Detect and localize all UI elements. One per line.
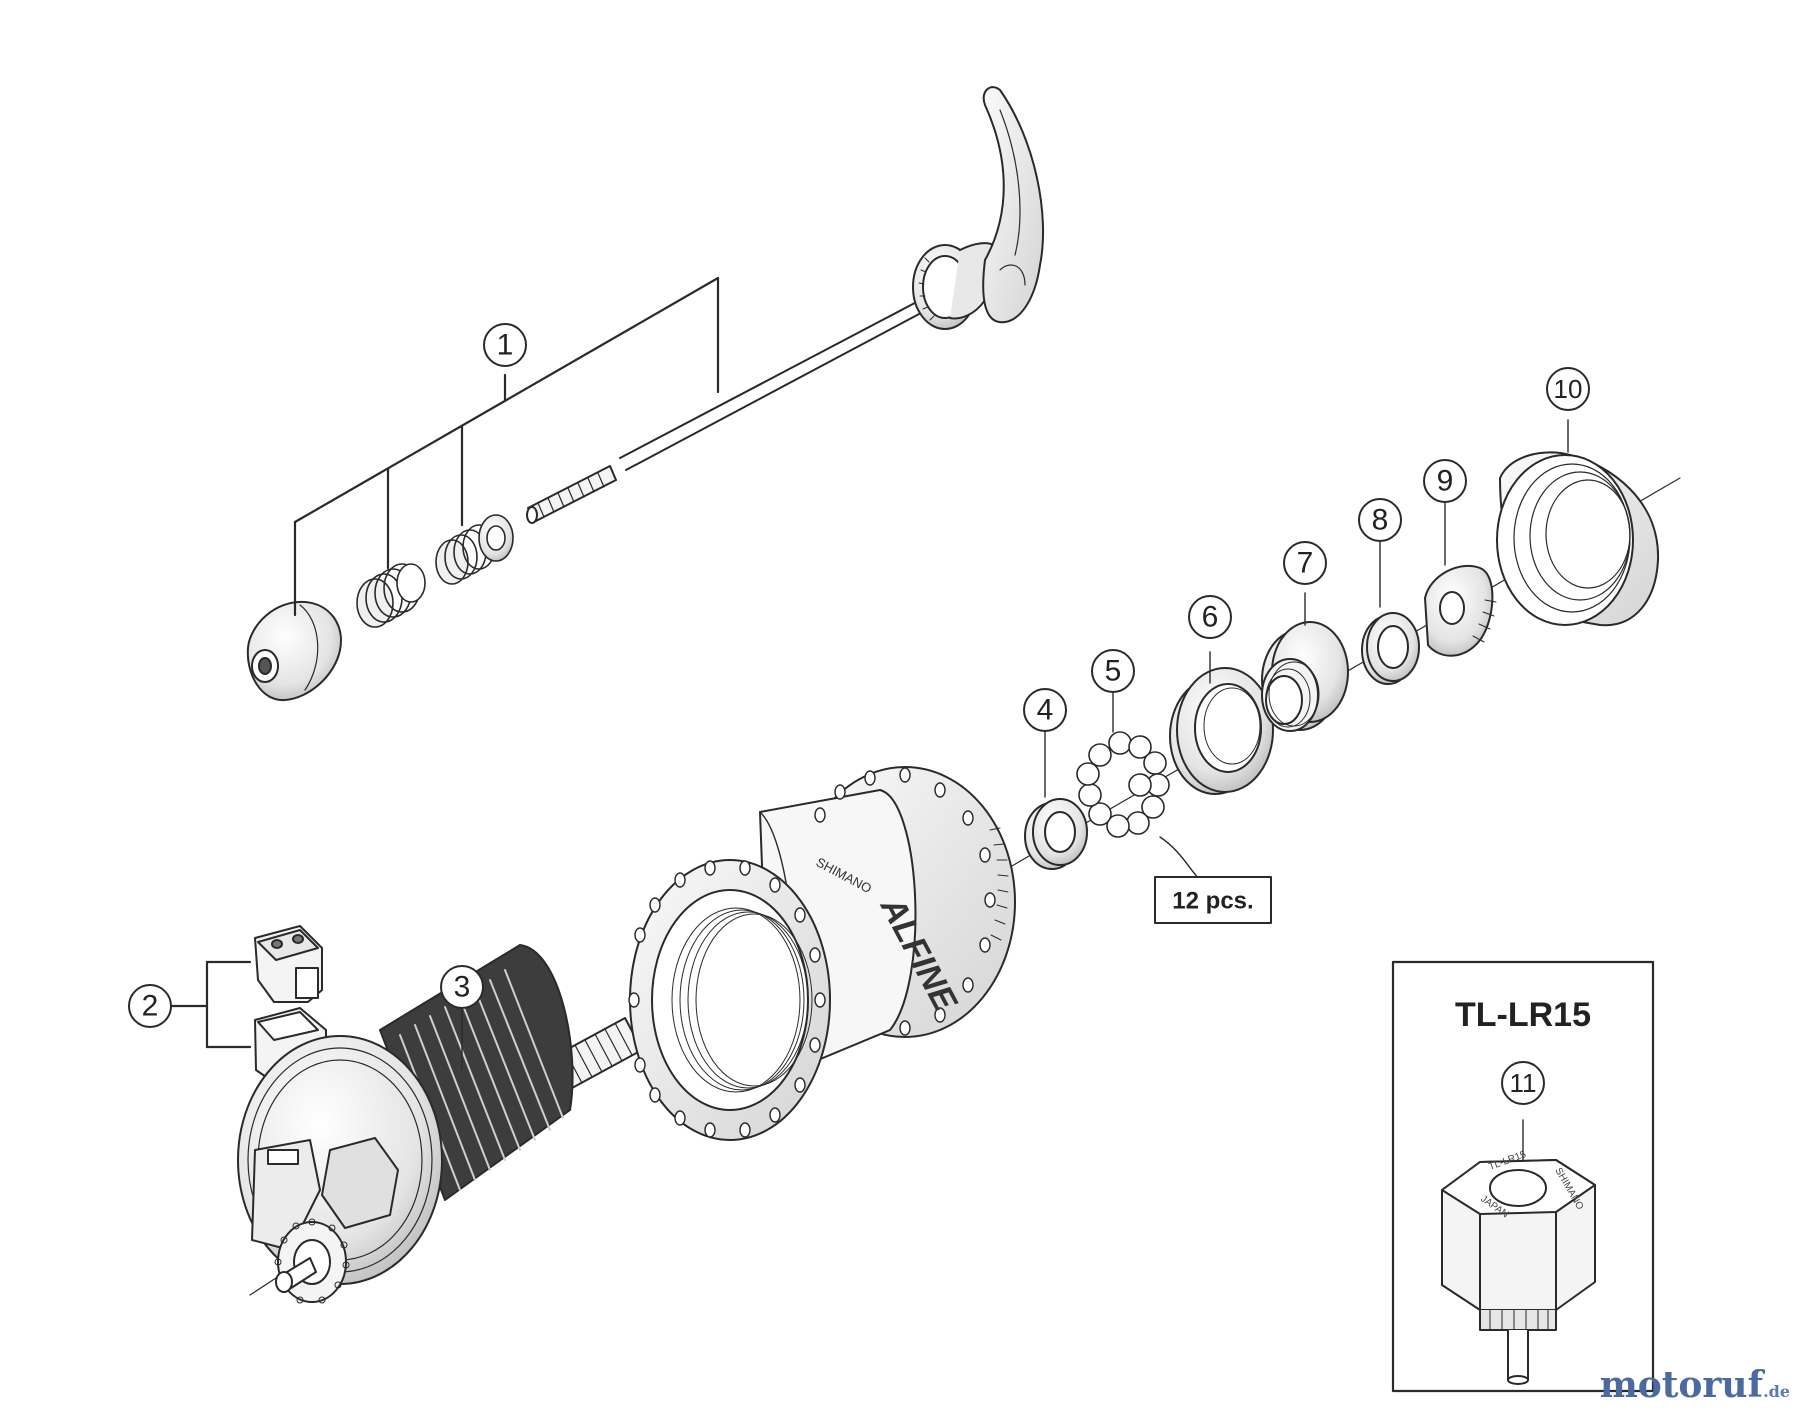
part-6-dust-cap (1169, 651, 1274, 795)
callout-11: 11 (1510, 1068, 1537, 1098)
callout-10: 10 (1554, 374, 1583, 404)
watermark-tld: .de (1763, 1382, 1790, 1401)
callout-4: 4 (1037, 694, 1054, 727)
part-7-cone (1261, 592, 1349, 732)
balls-quantity-text: 12 pcs. (1172, 888, 1253, 915)
part-5-ball-bearings (1076, 691, 1201, 881)
part-10-cover-cap (1496, 419, 1660, 627)
callout-5: 5 (1105, 655, 1122, 688)
part-9-lock-nut (1424, 499, 1497, 657)
callout-7: 7 (1297, 547, 1314, 580)
callout-9: 9 (1437, 465, 1454, 498)
hub-shell: SHIMANO ALFINE (628, 766, 1016, 1141)
tool-box-title: TL-LR15 (1455, 996, 1591, 1034)
balls-quantity-note (1154, 876, 1272, 924)
callout-1: 1 (497, 329, 514, 362)
part-8-washer (1361, 536, 1420, 685)
callout-circles (128, 323, 1590, 1105)
internal-gear-unit (237, 944, 643, 1304)
watermark: motoruf.de (1600, 1364, 1790, 1406)
quick-release-skewer (246, 86, 1045, 702)
part-11-lockring-tool: TL-LR15 SHIMANO JAPAN (1441, 1119, 1596, 1385)
callout-3: 3 (454, 971, 471, 1004)
watermark-main: motoruf (1599, 1364, 1764, 1406)
callout-6: 6 (1202, 601, 1219, 634)
part-4-seal-ring (1024, 722, 1088, 870)
callout-8: 8 (1372, 504, 1389, 537)
callout-2: 2 (142, 990, 159, 1023)
